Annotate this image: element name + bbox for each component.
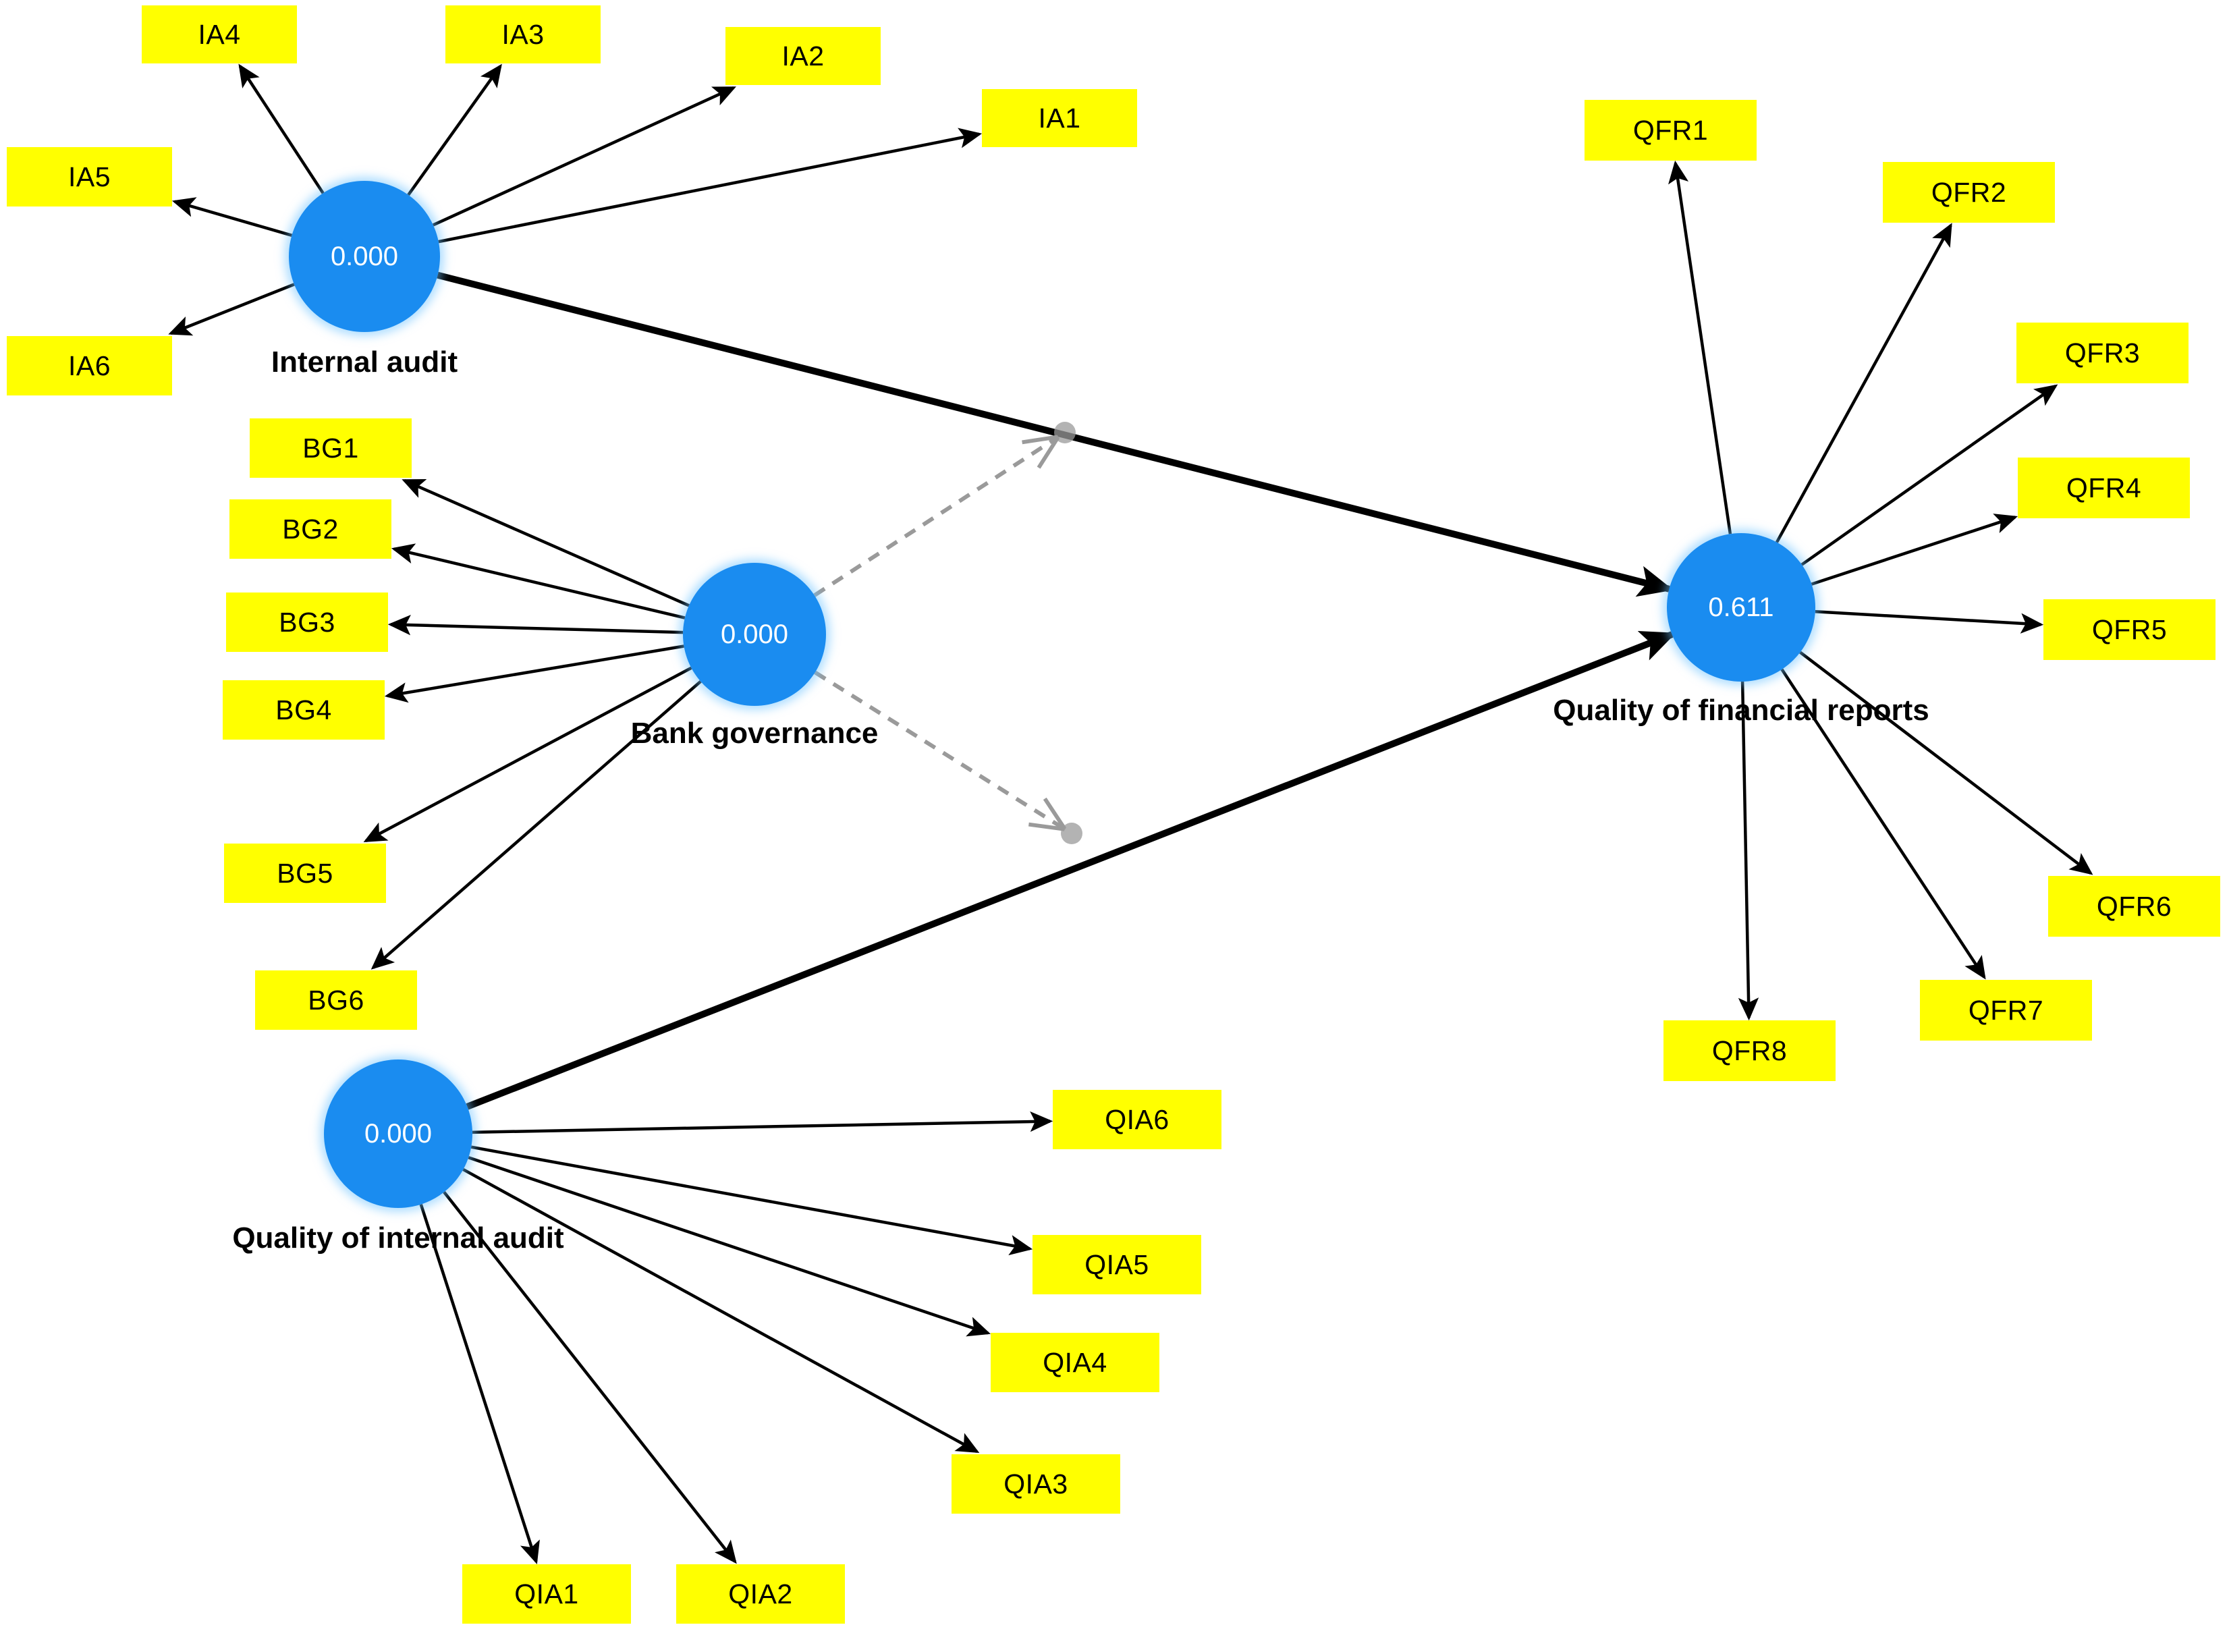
measurement-arrow-qfr-to-qfr4 [1811,514,2018,586]
indicator-box-qfr4[interactable]: QFR4 [2018,458,2190,518]
measurement-arrow-qia-to-qia5 [470,1145,1033,1256]
measurement-arrow-qia-to-qia1 [419,1203,540,1565]
measurement-arrow-qfr-to-qfr6 [1799,651,2093,875]
measurement-arrow-qfr-to-qfr7 [1780,668,1986,980]
structural-path-ia-to-qfr [437,271,1674,597]
indicator-box-ia1[interactable]: IA1 [982,89,1137,147]
moderator-dot-2[interactable] [1061,823,1082,844]
construct-label-ia: Internal audit [271,346,458,379]
indicator-box-ia5[interactable]: IA5 [7,147,172,206]
indicator-box-qia4[interactable]: QIA4 [991,1333,1159,1392]
construct-circle-qfr[interactable]: 0.611 [1667,533,1815,682]
measurement-arrow-bg-to-bg3 [387,614,684,636]
construct-label-qia: Quality of internal audit [232,1221,564,1255]
construct-circle-qia[interactable]: 0.000 [324,1059,472,1208]
indicator-box-qia1[interactable]: QIA1 [462,1564,631,1624]
indicator-box-qfr3[interactable]: QFR3 [2016,323,2189,383]
measurement-arrow-qia-to-qia3 [462,1167,980,1454]
indicator-box-qfr8[interactable]: QFR8 [1663,1020,1836,1081]
measurement-arrow-bg-to-bg2 [391,543,686,620]
indicator-box-qfr1[interactable]: QFR1 [1585,100,1757,161]
measurement-arrow-qfr-to-qfr2 [1775,223,1952,543]
measurement-arrow-bg-to-bg5 [363,666,692,842]
measurement-arrows [168,63,2093,1565]
measurement-arrow-qia-to-qia2 [443,1191,737,1564]
measurement-arrow-bg-to-bg6 [370,680,702,970]
indicator-box-ia2[interactable]: IA2 [725,27,881,85]
indicator-box-bg1[interactable]: BG1 [250,418,412,478]
indicator-box-qia5[interactable]: QIA5 [1033,1235,1201,1294]
measurement-arrow-ia-to-ia5 [171,197,293,238]
construct-circle-ia[interactable]: 0.000 [289,181,440,332]
measurement-arrow-ia-to-ia6 [168,283,295,336]
measurement-arrow-ia-to-ia3 [407,63,502,196]
moderator-dot-1[interactable] [1054,422,1076,443]
measurement-arrow-qia-to-qia4 [468,1156,991,1337]
measurement-arrow-bg-to-bg1 [402,478,690,607]
measurement-arrow-ia-to-ia1 [438,128,983,244]
structural-path-qia-to-qfr [466,630,1676,1110]
measurement-arrow-qfr-to-qfr5 [1815,610,2044,634]
construct-circle-bg[interactable]: 0.000 [683,563,826,706]
indicator-box-ia4[interactable]: IA4 [142,5,297,63]
indicator-box-qia2[interactable]: QIA2 [676,1564,845,1624]
indicator-box-ia6[interactable]: IA6 [7,336,172,395]
moderation-arrow-bg-1 [813,439,1056,597]
construct-label-bg: Bank governance [630,717,879,750]
measurement-arrow-qfr-to-qfr3 [1800,384,2058,566]
moderator-dots [1054,422,1082,844]
indicator-box-bg5[interactable]: BG5 [224,844,386,903]
indicator-box-qfr2[interactable]: QFR2 [1883,162,2055,223]
indicator-box-qfr7[interactable]: QFR7 [1920,980,2092,1041]
moderation-arrow-bg-2 [814,670,1063,827]
indicator-box-qfr5[interactable]: QFR5 [2043,599,2216,660]
indicator-box-bg2[interactable]: BG2 [229,499,391,559]
indicator-box-bg4[interactable]: BG4 [223,680,385,740]
measurement-arrow-qfr-to-qfr8 [1738,681,1759,1021]
indicator-box-bg6[interactable]: BG6 [255,970,417,1030]
measurement-arrow-qia-to-qia6 [472,1111,1053,1134]
measurement-arrow-ia-to-ia4 [238,63,325,194]
measurement-arrow-ia-to-ia2 [432,86,736,227]
measurement-arrow-bg-to-bg4 [384,644,684,703]
structural-arrows [437,271,1676,1110]
construct-label-qfr: Quality of financial reports [1553,694,1929,727]
indicator-box-ia3[interactable]: IA3 [445,5,601,63]
moderation-arrows [813,439,1063,828]
indicator-box-qia6[interactable]: QIA6 [1053,1090,1221,1149]
indicator-box-qfr6[interactable]: QFR6 [2048,876,2220,937]
indicator-box-qia3[interactable]: QIA3 [952,1454,1120,1514]
measurement-arrow-qfr-to-qfr1 [1668,160,1732,534]
indicator-box-bg3[interactable]: BG3 [226,593,388,652]
